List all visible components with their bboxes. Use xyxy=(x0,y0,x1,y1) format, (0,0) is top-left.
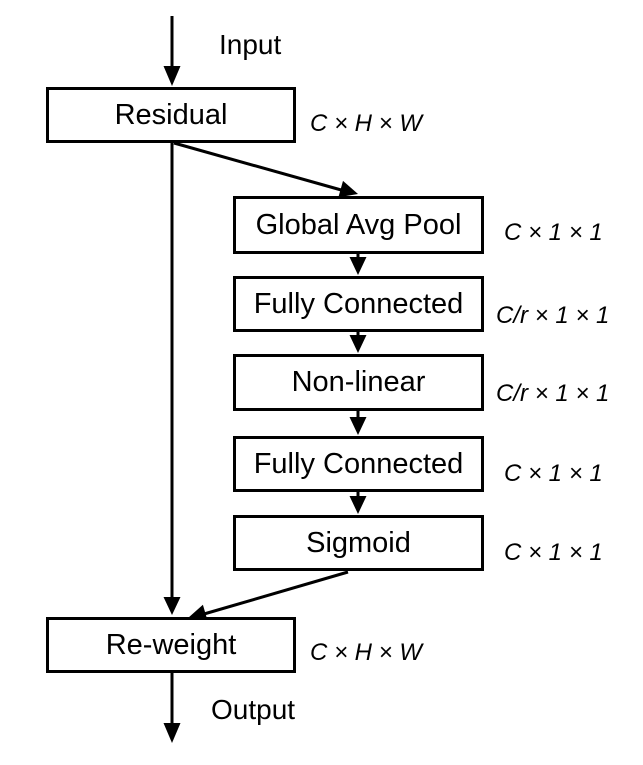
input-arrow xyxy=(163,16,181,86)
dim-non-linear: C/r × 1 × 1 xyxy=(496,380,610,407)
dim-global-avg-pool: C × 1 × 1 xyxy=(504,219,603,246)
node-global-avg-pool-label: Global Avg Pool xyxy=(255,208,462,241)
residual-to-pool-arrow xyxy=(173,141,358,198)
output-label: Output xyxy=(211,694,296,725)
node-re-weight: Re-weight xyxy=(46,617,296,673)
node-residual-label: Residual xyxy=(114,98,228,131)
fc2-to-sigmoid-arrow xyxy=(349,492,367,514)
pool-to-fc1-arrow xyxy=(349,254,367,275)
node-sigmoid: Sigmoid xyxy=(233,515,484,571)
node-fully-connected-2-label: Fully Connected xyxy=(253,447,464,480)
node-non-linear: Non-linear xyxy=(233,354,484,411)
dim-fully-connected-1: C/r × 1 × 1 xyxy=(496,302,610,329)
sigmoid-to-reweight-arrow xyxy=(188,570,349,622)
fc1-to-nonlinear-arrow xyxy=(349,331,367,353)
node-non-linear-label: Non-linear xyxy=(291,366,426,398)
node-residual: Residual xyxy=(46,87,296,143)
node-fully-connected-2: Fully Connected xyxy=(233,436,484,492)
node-fully-connected-1: Fully Connected xyxy=(233,276,484,332)
dim-re-weight: C × H × W xyxy=(310,639,423,666)
dim-fully-connected-2: C × 1 × 1 xyxy=(504,460,603,487)
dim-sigmoid: C × 1 × 1 xyxy=(504,539,603,566)
node-sigmoid-label: Sigmoid xyxy=(306,526,411,559)
dim-residual: C × H × W xyxy=(310,110,423,137)
input-label: Input xyxy=(219,29,282,60)
output-arrow xyxy=(163,672,181,743)
node-re-weight-label: Re-weight xyxy=(105,628,237,661)
skip-connection-arrow xyxy=(163,143,181,615)
node-global-avg-pool: Global Avg Pool xyxy=(233,196,484,254)
node-fully-connected-1-label: Fully Connected xyxy=(253,287,464,320)
nonlinear-to-fc2-arrow xyxy=(349,411,367,435)
